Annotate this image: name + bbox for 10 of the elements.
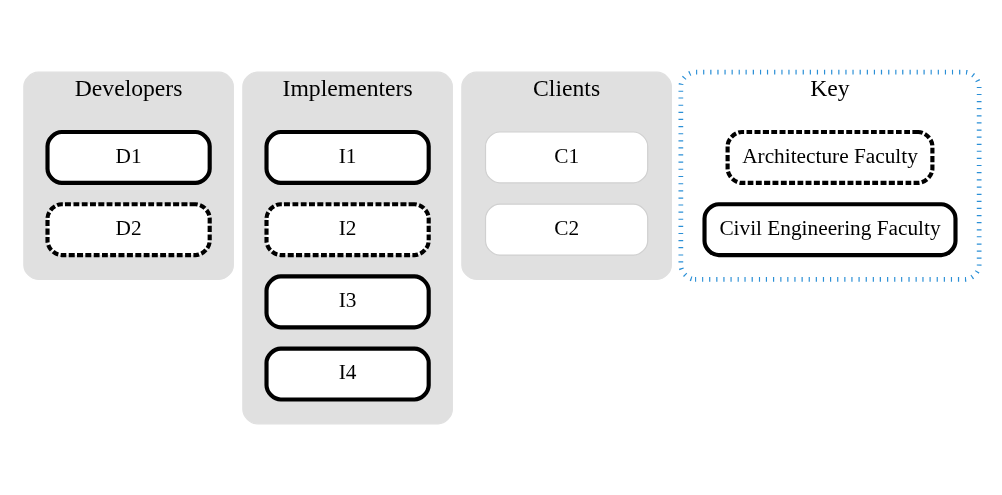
node-box: D1 (44, 129, 212, 185)
node-box: C1 (484, 130, 648, 183)
node-box: I2 (263, 201, 431, 257)
node-box: Civil Engineering Faculty (701, 201, 958, 257)
node-box: I1 (263, 129, 431, 185)
node-box: D2 (44, 201, 212, 257)
node-box: Architecture Faculty (725, 129, 934, 185)
node-box: I4 (263, 346, 431, 402)
node-box: I3 (263, 273, 431, 329)
node-box: C2 (484, 203, 648, 256)
